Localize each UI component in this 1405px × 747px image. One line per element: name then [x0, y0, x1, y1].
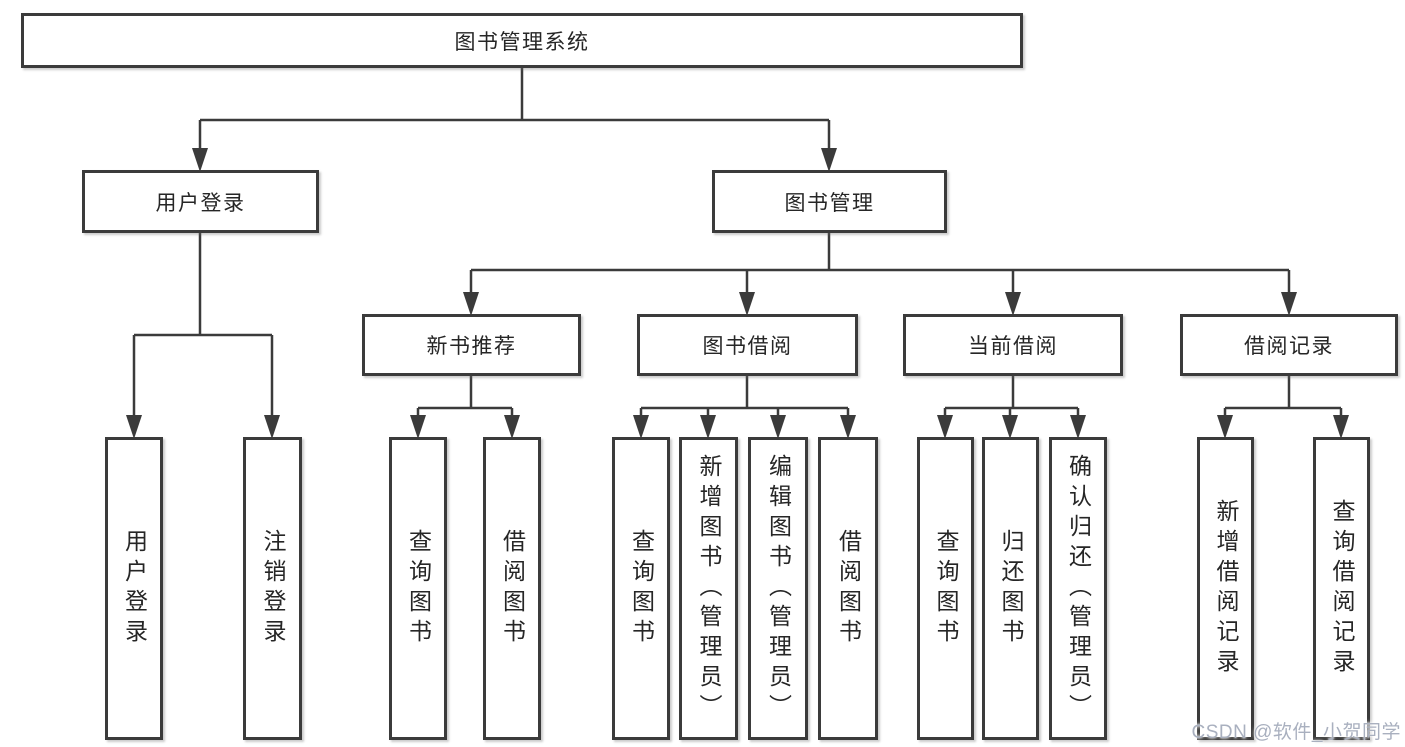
node-logout: 注销登录 — [243, 437, 302, 740]
node-label: 当前借阅 — [968, 335, 1058, 358]
node-login: 用户登录 — [105, 437, 163, 740]
node-label: 用户登录 — [155, 191, 246, 215]
arrowheads — [126, 148, 1349, 439]
node-current-borrow: 当前借阅 — [903, 314, 1123, 376]
node-label: 确认归还（管理员） — [1065, 453, 1092, 724]
node-br-add-record: 新增借阅记录 — [1197, 437, 1254, 740]
node-book-borrow: 图书借阅 — [637, 314, 858, 376]
node-label: 借阅图书 — [835, 528, 862, 649]
node-br-query-record: 查询借阅记录 — [1313, 437, 1370, 740]
node-label: 新书推荐 — [426, 335, 517, 358]
node-cb-return-book: 归还图书 — [982, 437, 1039, 740]
node-label: 用户登录 — [121, 528, 148, 649]
node-borrow-record: 借阅记录 — [1180, 314, 1398, 376]
node-root: 图书管理系统 — [21, 13, 1023, 68]
node-label: 编辑图书（管理员） — [765, 453, 792, 724]
node-label: 注销登录 — [260, 528, 286, 649]
node-label: 图书管理系统 — [454, 30, 590, 54]
node-bb-edit-book-admin: 编辑图书（管理员） — [748, 437, 808, 740]
node-label: 新增图书（管理员） — [696, 453, 722, 724]
node-book-management: 图书管理 — [712, 170, 947, 233]
node-label: 借阅图书 — [499, 528, 526, 649]
node-label: 查询借阅记录 — [1329, 498, 1355, 679]
node-label: 查询图书 — [933, 528, 959, 649]
node-bb-query-book: 查询图书 — [612, 437, 670, 740]
node-rec-query-book: 查询图书 — [389, 437, 447, 740]
node-cb-query-book: 查询图书 — [917, 437, 974, 740]
node-label: 借阅记录 — [1244, 335, 1334, 358]
watermark: CSDN @软件_小贺同学 — [1191, 722, 1401, 743]
node-cb-confirm-return-admin: 确认归还（管理员） — [1049, 437, 1107, 740]
node-label: 归还图书 — [998, 528, 1024, 649]
node-label: 查询图书 — [628, 528, 655, 649]
node-label: 图书管理 — [784, 191, 875, 215]
node-label: 查询图书 — [405, 528, 432, 649]
node-bb-borrow-book: 借阅图书 — [818, 437, 878, 740]
node-label: 图书借阅 — [702, 335, 793, 358]
node-bb-add-book-admin: 新增图书（管理员） — [679, 437, 738, 740]
node-new-book-recommend: 新书推荐 — [362, 314, 581, 376]
node-label: 新增借阅记录 — [1213, 498, 1239, 679]
node-user-login: 用户登录 — [82, 170, 319, 233]
node-rec-borrow-book: 借阅图书 — [483, 437, 541, 740]
